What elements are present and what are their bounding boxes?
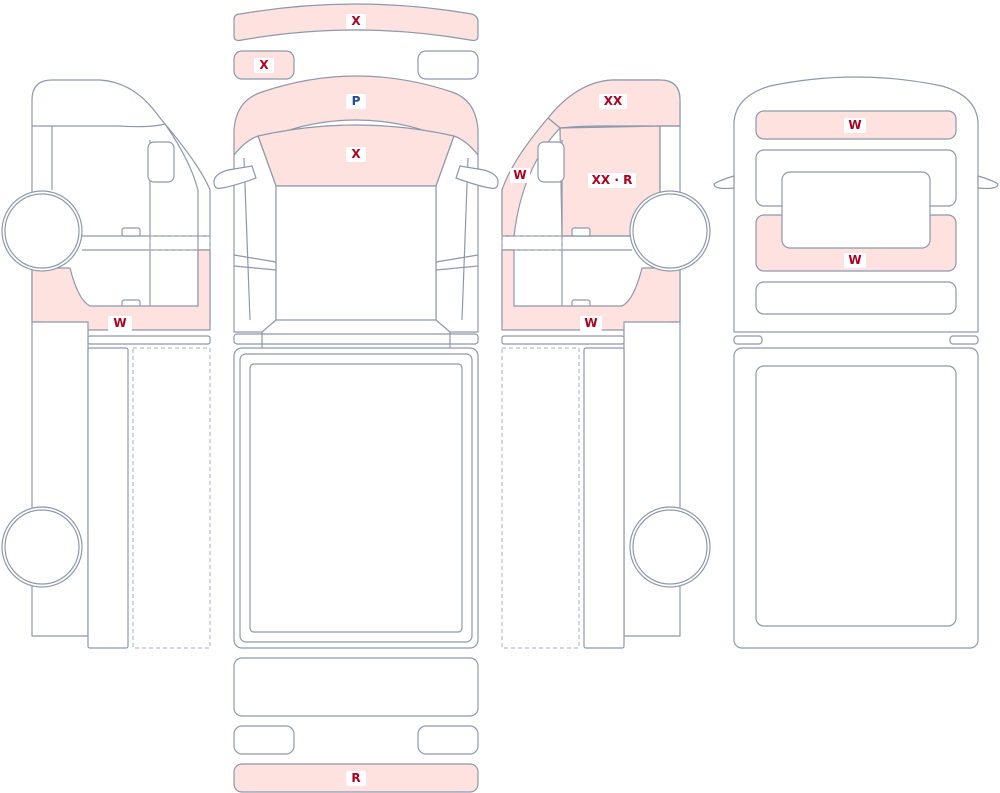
left-cargo-body [31,321,89,637]
right-cargo-body [623,321,681,637]
front-right-corner-panel [417,50,479,80]
right-side-view: XX W XX · R W [501,79,711,649]
right-front-door-marker: XX · R [592,173,633,187]
left-cab-body [31,79,211,323]
rear-window-glass [781,171,931,249]
front-left-corner-marker: X [259,58,269,72]
rear-window-marker: W [848,253,861,267]
rear-step-panel [233,657,479,717]
front-right-mirror [455,165,499,189]
front-left-mirror [213,165,257,189]
windshield-marker: X [351,147,361,161]
right-mirror [537,141,565,183]
front-view: X X P X [213,3,499,793]
rear-bumper-marker: R [351,771,360,785]
left-front-wheel [1,190,83,272]
rear-cargo-door [755,365,957,627]
right-sill-marker: W [584,316,597,330]
left-mirror [147,141,175,183]
cargo-roof-inner [249,363,463,633]
hood-panel [233,75,479,156]
left-rear-wheel [1,506,83,588]
hood-marker: P [352,94,361,108]
roof-top-marker: X [351,14,361,28]
rear-upper-marker: W [848,118,861,132]
right-rear-wheel [629,506,711,588]
left-cargo-side-panel [87,347,129,649]
rear-right-light [417,725,479,755]
rear-view: W W [713,76,999,649]
rear-left-light [233,725,295,755]
right-front-wheel [629,190,711,272]
right-cab-top-marker: XX [604,94,623,108]
right-front-fender-marker: W [513,168,526,182]
left-sill-marker: W [113,316,126,330]
right-cargo-side-panel [583,347,625,649]
left-side-view: W [1,79,211,649]
